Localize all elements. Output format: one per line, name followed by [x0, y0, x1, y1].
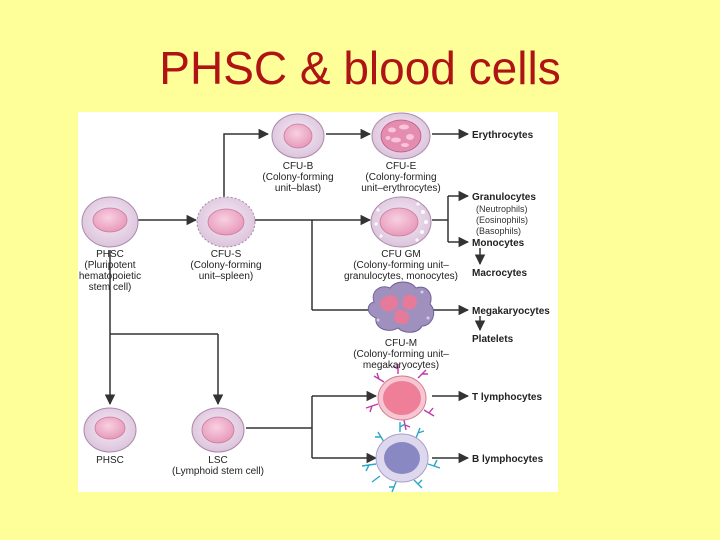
phsc-desc-3: stem cell) — [89, 282, 132, 293]
lsc-desc-1: (Lymphoid stem cell) — [172, 466, 264, 477]
phsc-desc-1: (Pluripotent — [84, 260, 135, 271]
cfu-b-desc-1: (Colony-forming — [262, 172, 333, 183]
cfu-e-desc-2: unit–erythrocytes) — [361, 183, 440, 194]
label-t-lymphocytes: T lymphocytes — [472, 392, 542, 403]
cfu-m-desc-2: megakaryocytes) — [363, 360, 439, 371]
cfu-e-cell — [371, 112, 431, 160]
cfu-s-desc-2: unit–spleen) — [199, 271, 253, 282]
megakaryocyte-cell — [367, 281, 435, 333]
label-erythrocytes: Erythrocytes — [472, 130, 534, 141]
cfu-b-name: CFU-B — [283, 161, 314, 172]
cfu-m-desc-1: (Colony-forming unit– — [353, 349, 449, 360]
cfu-gm-desc-1: (Colony-forming unit– — [353, 260, 449, 271]
cfu-gm-name: CFU GM — [381, 249, 420, 260]
arrow-cfus-to-cfub — [223, 128, 270, 200]
cfu-s-cell — [196, 196, 256, 248]
cfu-b-desc-2: unit–blast) — [275, 183, 321, 194]
label-megakaryocytes: Megakaryocytes — [472, 306, 550, 317]
cfu-e-desc-1: (Colony-forming — [365, 172, 436, 183]
label-neutrophils: (Neutrophils) — [476, 204, 528, 214]
label-eosinophils: (Eosinophils) — [476, 215, 528, 225]
cfu-gm-desc-2: granulocytes, monocytes) — [344, 271, 458, 282]
phsc-bottom-cell — [83, 407, 137, 453]
label-b-lymphocytes: B lymphocytes — [472, 454, 544, 465]
label-basophils: (Basophils) — [476, 226, 521, 236]
lsc-name: LSC — [208, 455, 227, 466]
connector-lines — [104, 128, 486, 464]
phsc-name: PHSC — [96, 249, 124, 260]
cfu-b-cell — [271, 113, 325, 159]
cfu-gm-cell — [370, 196, 432, 248]
hematopoiesis-diagram: CFU-B (Colony-forming unit–blast) CFU-E … — [78, 112, 558, 492]
b-cell — [361, 422, 441, 492]
phsc-desc-2: hematopoietic — [79, 271, 141, 282]
cfu-e-name: CFU-E — [386, 161, 417, 172]
phsc-bottom-name: PHSC — [96, 455, 124, 466]
t-cell — [365, 364, 435, 431]
cfu-s-name: CFU-S — [211, 249, 242, 260]
label-granulocytes: Granulocytes — [472, 192, 536, 203]
phsc-cell — [81, 196, 139, 248]
cfu-s-desc-1: (Colony-forming — [190, 260, 261, 271]
label-macrocytes: Macrocytes — [472, 268, 527, 279]
label-platelets: Platelets — [472, 334, 514, 345]
lsc-cell — [191, 407, 245, 453]
label-monocytes: Monocytes — [472, 238, 525, 249]
slide-title: PHSC & blood cells — [159, 42, 561, 94]
cfu-m-name: CFU-M — [385, 338, 417, 349]
